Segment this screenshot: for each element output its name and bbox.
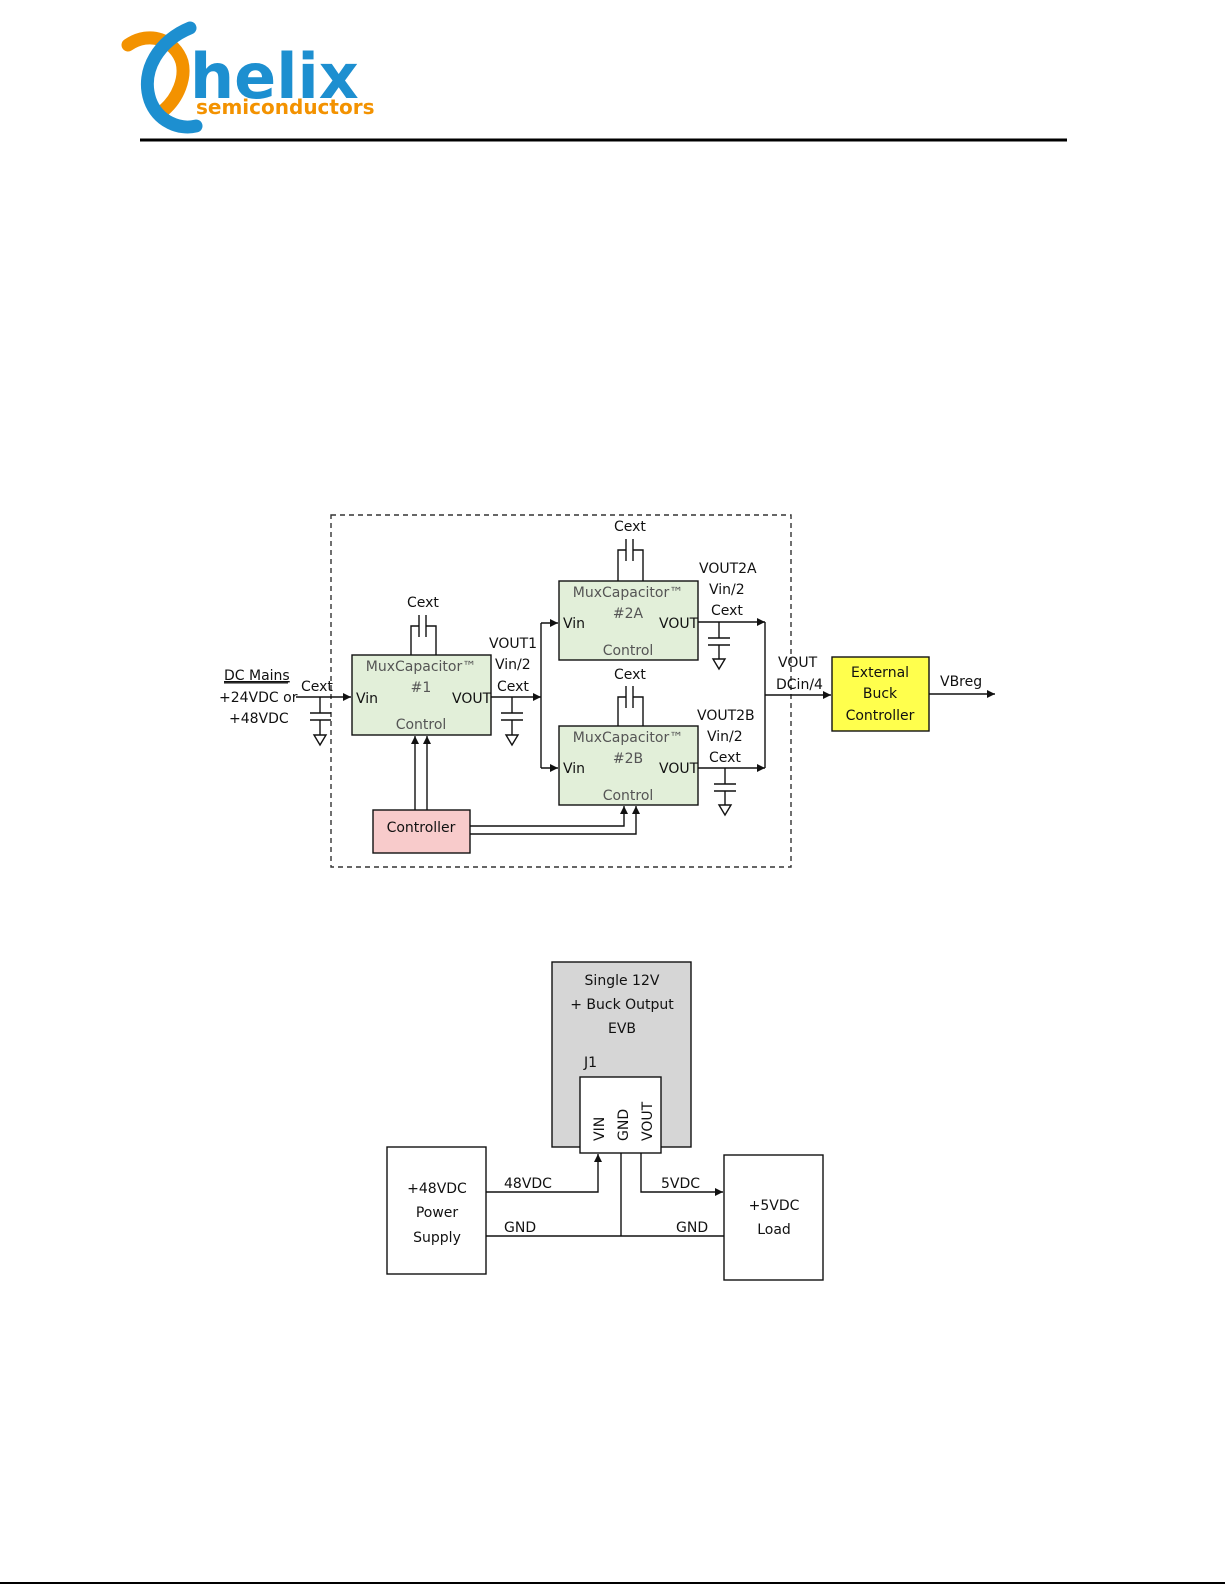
vin-48vdc-wire [486,1154,602,1193]
mux2b-control-label: Control [603,788,654,804]
vout2a-vin-half: Vin/2 [709,582,745,598]
mux1-control-label: Control [396,717,447,733]
controller-block [372,809,471,854]
mux2b-cext-label: Cext [614,667,646,683]
mux1-cext-label: Cext [407,595,439,611]
pin-gnd-label: GND [616,1109,632,1141]
vout2b-label: VOUT2B [697,708,755,724]
ctrl-to-mux2-line-b [470,806,640,835]
evb-line3: EVB [608,1021,636,1037]
mux2a-vin-label: Vin [563,616,585,632]
mux1-capacitor-icon [410,615,437,655]
logo-orange-swoosh-icon [121,31,190,117]
mux1-id: #1 [411,680,432,696]
mux2a-title: MuxCapacitor™ [573,585,683,601]
pin-vout-label: VOUT [640,1101,656,1141]
psu-line1: +48VDC [407,1181,467,1197]
vout2b-capacitor-icon [714,768,736,817]
mux2b-id: #2B [613,751,643,767]
vout-label: VOUT [778,655,818,671]
power-supply-block [386,1146,487,1275]
input-voltage-line2: +48VDC [229,711,289,727]
input-capacitor-icon [310,697,331,747]
load-line2: Load [757,1222,791,1238]
mux2a-cext-label: Cext [614,519,646,535]
muxcapacitor-2b-block [558,725,699,806]
evb-line2: + Buck Output [570,997,674,1013]
vout2a-capacitor-icon [708,622,730,671]
mux2b-vout-label: VOUT [659,761,699,777]
load-block [723,1154,824,1281]
mux1-title: MuxCapacitor™ [366,659,476,675]
j1-label: J1 [583,1055,597,1071]
gnd-left-label: GND [504,1220,536,1236]
logo-word: helix [190,40,359,113]
v48-label: 48VDC [504,1176,552,1192]
module-boundary [330,514,792,868]
mux2a-capacitor-icon [617,539,644,581]
mux2a-vout-label: VOUT [659,616,699,632]
vout1-label: VOUT1 [489,636,537,652]
input-cext-label: Cext [301,679,333,695]
pin-vin-label: VIN [592,1117,608,1141]
mux1-vin-label: Vin [356,691,378,707]
logo-blue-swoosh-icon [140,21,203,134]
block-diagram: DC Mains +24VDC or +48VDC Cext MuxCapaci… [219,514,995,868]
vout1-capacitor-icon [501,697,523,747]
vout2a-cext-label: Cext [711,603,743,619]
load-line1: +5VDC [749,1198,800,1214]
mux2b-title: MuxCapacitor™ [573,730,683,746]
buck-line1: External [851,665,909,681]
vout2b-cext-label: Cext [709,750,741,766]
mux2a-id: #2A [613,606,644,622]
buck-line3: Controller [846,708,915,724]
vout-5vdc-wire [640,1153,723,1196]
muxcapacitor-2a-block [558,580,699,661]
mux1-vout-label: VOUT [452,691,492,707]
dcin4-label: DCin/4 [776,677,823,693]
buck-line2: Buck [863,686,898,702]
vout2a-label: VOUT2A [699,561,757,577]
helix-logo: helix semiconductors [121,21,374,134]
vout1-cext-label: Cext [497,679,529,695]
test-setup-diagram: Single 12V + Buck Output EVB J1 VIN GND … [386,961,824,1281]
ctrl-to-mux2-line-a [470,806,628,827]
gnd-right-label: GND [676,1220,708,1236]
j1-connector [579,1076,662,1154]
mux2b-capacitor-icon [617,686,644,726]
logo-subtitle: semiconductors [196,95,374,119]
evb-line1: Single 12V [585,973,660,989]
mux2a-control-label: Control [603,643,654,659]
dc-mains-label: DC Mains [224,668,290,684]
external-buck-controller-block [831,656,930,732]
input-voltage-line1: +24VDC or [219,690,298,706]
muxcapacitor-1-block [351,654,492,736]
psu-line3: Supply [413,1230,461,1246]
vout1-vin-half: Vin/2 [495,657,531,673]
psu-line2: Power [416,1205,459,1221]
vout2b-vin-half: Vin/2 [707,729,743,745]
mux2b-vin-label: Vin [563,761,585,777]
vbreg-label: VBreg [940,674,982,690]
controller-label: Controller [387,820,456,836]
v5-label: 5VDC [661,1176,700,1192]
